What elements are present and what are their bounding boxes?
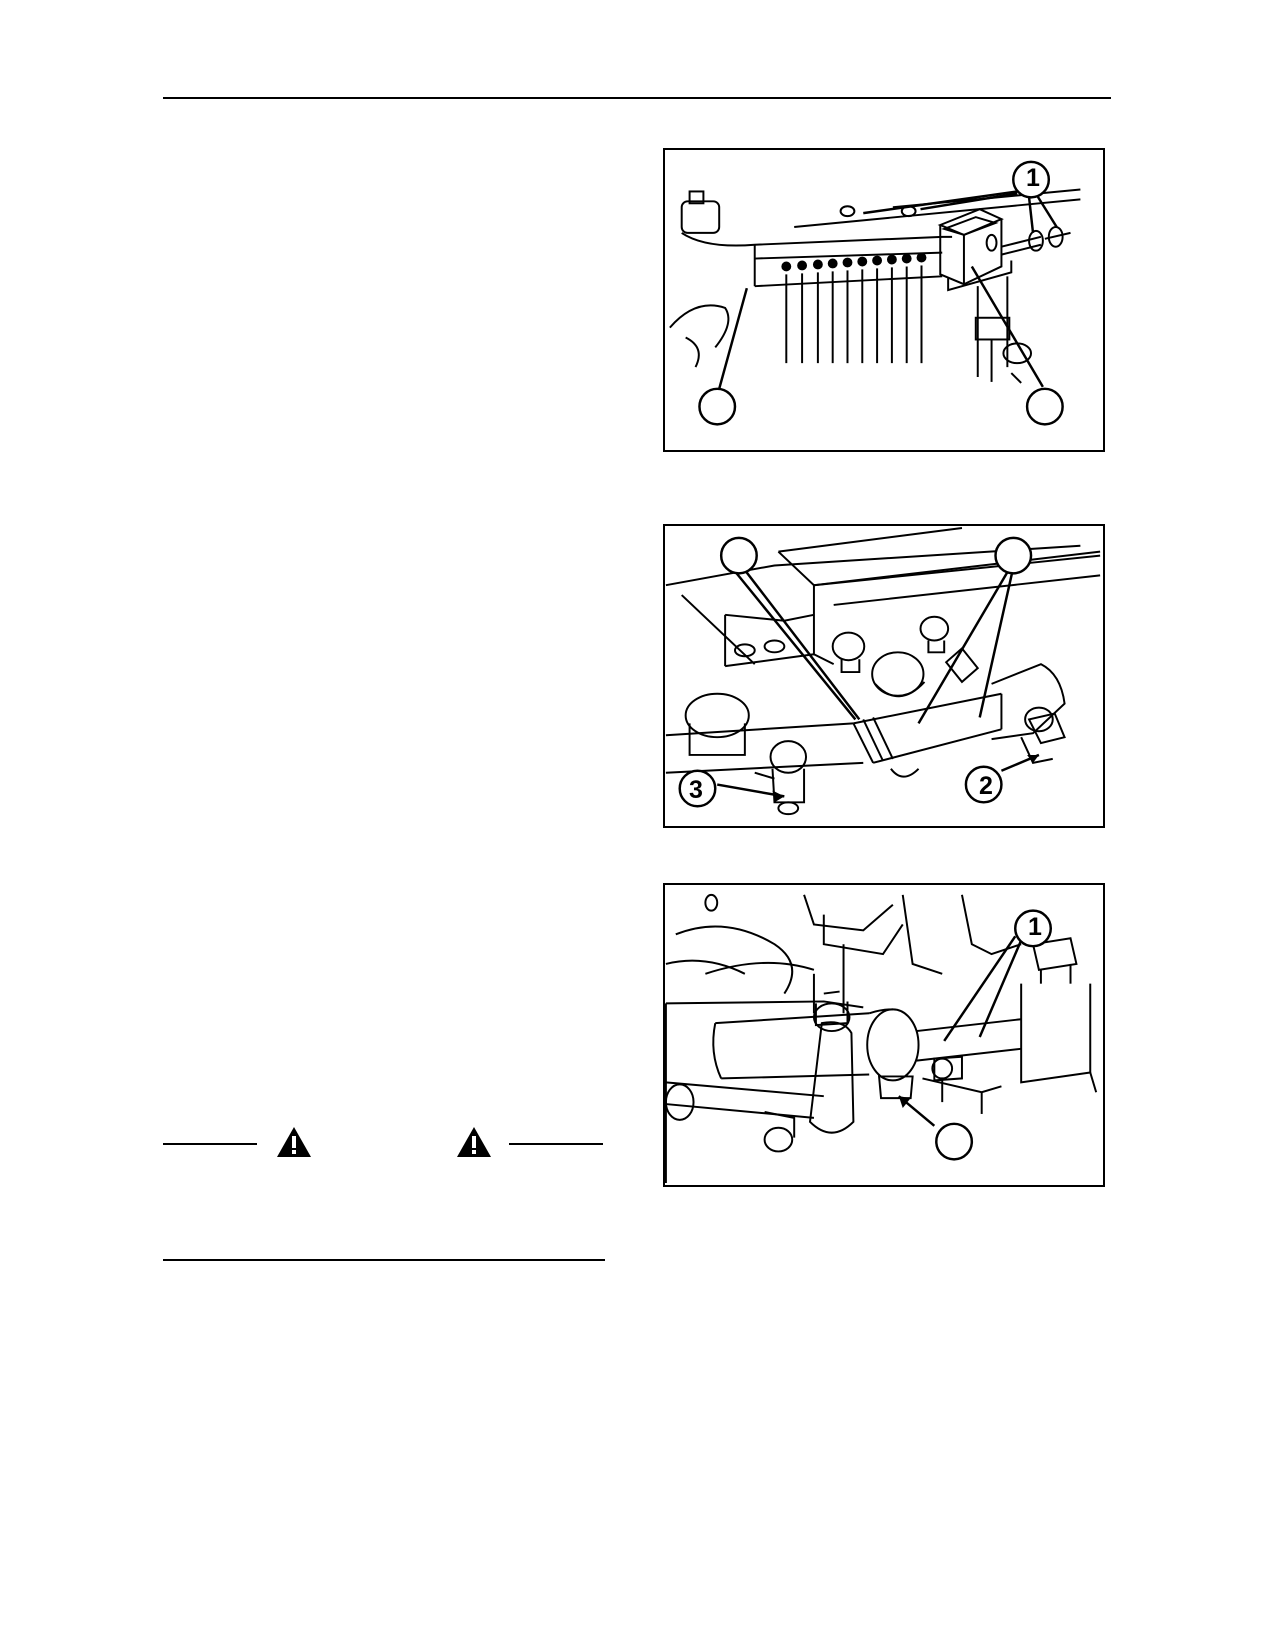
figure-2-callout-2 [994,536,1033,575]
figure-3-illustration [665,893,1098,1184]
figure-1-callout-3 [1025,387,1064,426]
figure-1-callout-2 [698,387,737,426]
figure-2: 2 3 [663,524,1105,828]
header-rule [163,97,1111,99]
warning-bottom-rule [163,1259,605,1261]
figure-2-callout-4-label: 3 [689,776,703,804]
warning-rule-right [509,1143,603,1145]
figure-3: 1 [663,883,1105,1187]
warning-triangle-icon [456,1126,492,1158]
figure-3-callout-1 [1014,909,1053,948]
figure-3-callout-2 [935,1122,974,1161]
figure-2-illustration [665,526,1101,816]
figure-2-callout-3-label: 2 [979,772,993,800]
figure-2-callout-1 [719,536,758,575]
warning-rule-left [163,1143,257,1145]
figure-2-callout-4 [678,769,717,808]
figure-1: 1 [663,148,1105,452]
warning-triangle-icon [276,1126,312,1158]
figure-2-callout-3 [964,765,1003,804]
figure-3-callout-1-label: 1 [1028,913,1042,941]
figure-1-callout-1-label: 1 [1026,164,1040,192]
figure-1-callout-1 [1012,160,1051,199]
figure-1-illustration [669,160,1081,426]
